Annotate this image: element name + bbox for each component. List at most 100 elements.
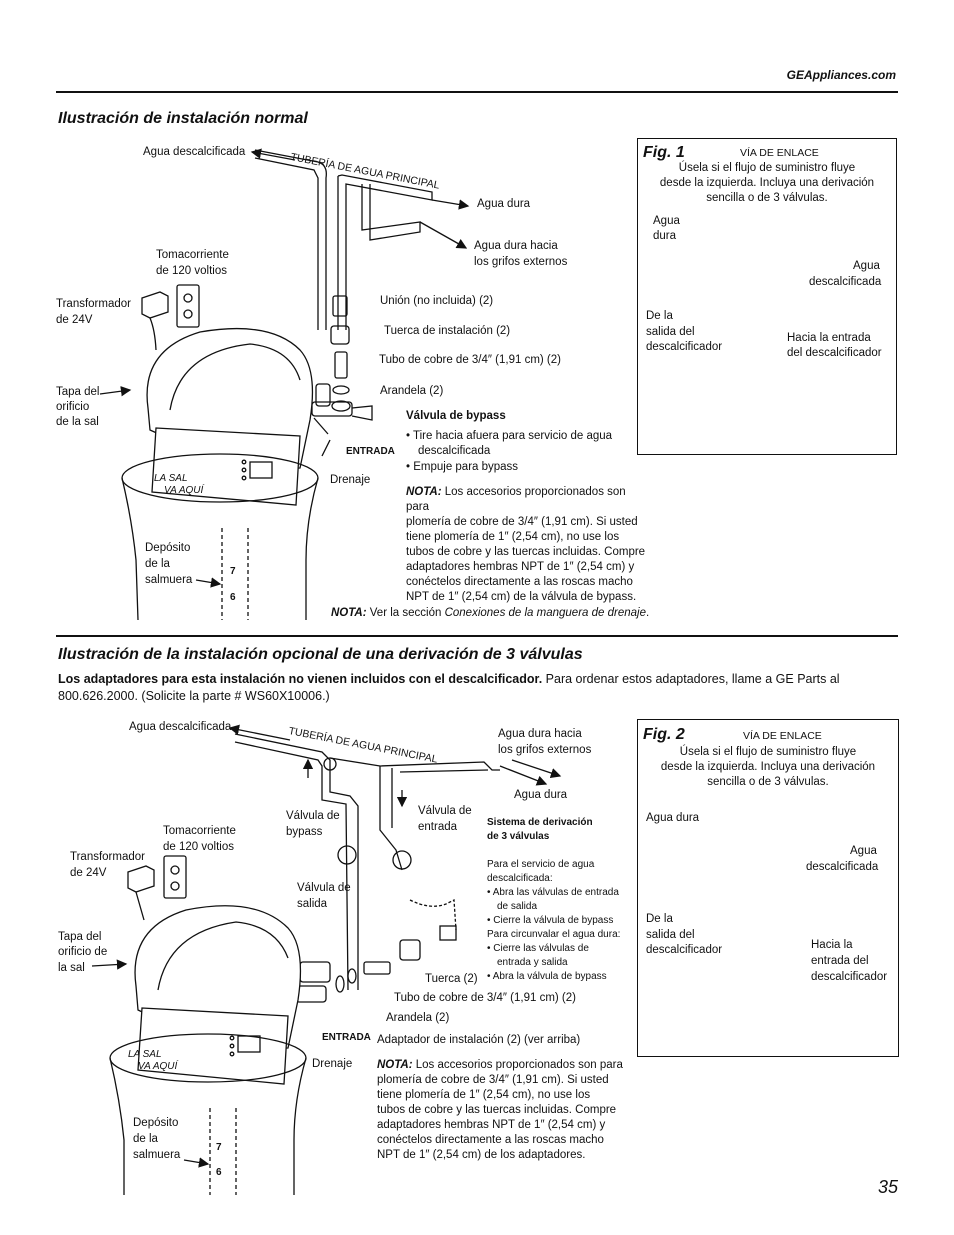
s1-hard-water-label: Agua dura	[477, 198, 531, 210]
fig1-hard-1: Agua	[653, 215, 680, 227]
s1-note-line-3: tubos de cobre y las tuercas incluidas. …	[406, 546, 646, 558]
s2-byp-b1-1: • Cierre las válvulas de	[487, 943, 589, 954]
s2-hard-faucets-2: los grifos externos	[498, 744, 592, 756]
fig1-title: Fig. 1	[643, 144, 685, 161]
s1-hard-faucets-label-2: los grifos externos	[474, 256, 568, 268]
s2-inlet-2: entrada	[418, 821, 458, 833]
fig1-desc-1: desde la izquierda. Incluya una derivaci…	[659, 177, 875, 189]
s2-system-title-2: de 3 válvulas	[487, 831, 550, 842]
s2-transformer-1: Transformador	[70, 851, 145, 863]
fig2-title: Fig. 2	[643, 726, 685, 743]
fig1-to-2: del descalcificador	[787, 347, 882, 359]
s2-note: NOTA: Los accesorios proporcionados son …	[377, 1058, 627, 1163]
s2-note-label: NOTA:	[377, 1059, 413, 1071]
s1-note-line-6: NPT de 1″ (2,54 cm) de la válvula de byp…	[406, 591, 637, 603]
fig1-hard-2: dura	[653, 230, 677, 242]
fig1-to-1: Hacia la entrada	[787, 332, 871, 344]
fig1-desc-0: Úsela si el flujo de suministro fluye	[678, 162, 856, 174]
fig2-from-2: salida del	[646, 929, 695, 941]
s2-bypass-1: Válvula de	[286, 810, 340, 822]
s2-note-line-2: tiene plomería de 1″ (2,54 cm), no use l…	[377, 1089, 591, 1101]
s1-lid-label-3: de la sal	[56, 416, 99, 428]
fig2-desc: Úsela si el flujo de suministro fluye de…	[640, 745, 896, 790]
s2-note-line-3: tubos de cobre y las tuercas incluidas. …	[377, 1104, 617, 1116]
s1-copper-label: Tubo de cobre de 3/4″ (1,91 cm) (2)	[379, 354, 561, 366]
s2-svc-2: descalcificada:	[487, 873, 553, 884]
s1-transformer-label-2: de 24V	[56, 314, 93, 326]
s1-note-line-0: Los accesorios proporcionados son para	[406, 486, 626, 513]
s1-mark-7: 7	[230, 566, 236, 577]
s1-nut-label: Tuerca de instalación (2)	[384, 325, 511, 337]
s1-hard-faucets-label-1: Agua dura hacia	[474, 240, 558, 252]
fig2-to-3: descalcificador	[811, 971, 888, 983]
s1-note-line-4: adaptadores hembras NPT de 1″ (2,54 cm) …	[406, 561, 635, 573]
s2-brine-2: de la	[133, 1133, 158, 1145]
s2-bypass-2: bypass	[286, 826, 323, 838]
section2-intro-rest: Para ordenar estos adaptadores, llame a …	[542, 672, 840, 686]
s2-system-title-1: Sistema de derivación	[487, 817, 593, 828]
page-number: 35	[877, 1177, 898, 1197]
s1-salt-label-2: VA AQUÍ	[164, 485, 204, 496]
mid-rule	[56, 635, 898, 637]
fig2-desc-1: desde la izquierda. Incluya una derivaci…	[660, 761, 876, 773]
fig2-soft-1: Agua	[850, 845, 877, 857]
s1-note-line-2: tiene plomería de 1″ (2,54 cm), no use l…	[406, 531, 620, 543]
s1-note-line-1: plomería de cobre de 3/4″ (1,91 cm). Si …	[406, 516, 638, 528]
s2-outlet-2: de 120 voltios	[163, 841, 234, 853]
s1-washer-label: Arandela (2)	[380, 385, 444, 397]
s2-lid-2: orificio de	[58, 946, 108, 958]
s1-note2-text: Ver la sección	[369, 607, 442, 619]
s2-drain: Drenaje	[312, 1058, 353, 1070]
s2-outlet-1: Tomacorriente	[163, 825, 236, 837]
s2-system-block: Sistema de derivación de 3 válvulas Para…	[487, 816, 620, 984]
fig2-via: VÍA DE ENLACE	[743, 730, 822, 742]
s1-bypass-bullet1b: descalcificada	[418, 445, 491, 457]
s1-bypass-bullet1: • Tire hacia afuera para servicio de agu…	[406, 430, 613, 442]
s1-transformer-label-1: Transformador	[56, 298, 131, 310]
section1-title: Ilustración de instalación normal	[58, 110, 308, 127]
s1-lid-label-1: Tapa del	[56, 386, 100, 398]
s2-svc-b1-1: • Abra las válvulas de entrada	[487, 887, 619, 898]
s1-note2-label: NOTA:	[331, 607, 367, 619]
s1-soft-water-label: Agua descalcificada	[143, 146, 246, 158]
section2-intro-bold: Los adaptadores para esta instalación no…	[58, 672, 543, 686]
fig2-to-1: Hacia la	[811, 939, 853, 951]
s2-salt-2: VA AQUÍ	[138, 1061, 178, 1072]
fig2-desc-0: Úsela si el flujo de suministro fluye	[679, 746, 857, 758]
s2-washer: Arandela (2)	[386, 1012, 450, 1024]
s2-brine-3: salmuera	[133, 1149, 181, 1161]
s1-note2-italic: Conexiones de la manguera de drenaje	[444, 607, 646, 619]
fig1-box	[637, 138, 897, 455]
s2-mark-6: 6	[216, 1167, 222, 1178]
fig1-desc: Úsela si el flujo de suministro fluye de…	[640, 161, 894, 206]
s2-transformer-2: de 24V	[70, 867, 107, 879]
fig2-box	[637, 719, 899, 1057]
s2-note-line-4: adaptadores hembras NPT de 1″ (2,54 cm) …	[377, 1119, 606, 1131]
fig2-soft-2: descalcificada	[806, 861, 879, 873]
s2-note-line-6: NPT de 1″ (2,54 cm) de los adaptadores.	[377, 1149, 586, 1161]
fig1-from-1: De la	[646, 310, 673, 322]
s1-drain-label: Drenaje	[330, 474, 371, 486]
s2-byp-1: Para circunvalar el agua dura:	[487, 929, 621, 940]
s2-outletv-2: salida	[297, 898, 328, 910]
fig1-desc-2: sencilla o de 3 válvulas.	[706, 192, 828, 204]
s2-hard-water: Agua dura	[514, 789, 568, 801]
s2-byp-b2: • Abra la válvula de bypass	[487, 971, 607, 982]
s2-adapter: Adaptador de instalación (2) (ver arriba…	[377, 1034, 581, 1046]
s1-brine-label-1: Depósito	[145, 542, 191, 554]
s1-outlet-label-2: de 120 voltios	[156, 265, 227, 277]
s1-salt-label-1: LA SAL	[154, 473, 188, 484]
s1-note2-end: .	[645, 607, 650, 619]
s2-mark-7: 7	[216, 1142, 222, 1153]
s2-hard-faucets-1: Agua dura hacia	[498, 728, 582, 740]
site-header: GEAppliances.com	[786, 68, 896, 82]
s1-brine-label-3: salmuera	[145, 574, 193, 586]
section2-intro: Los adaptadores para esta instalación no…	[58, 671, 898, 705]
s1-brine-label-2: de la	[145, 558, 170, 570]
section2-title: Ilustración de la instalación opcional d…	[58, 646, 583, 663]
s1-note2: NOTA: Ver la sección Conexiones de la ma…	[331, 606, 649, 621]
fig1-from-3: descalcificador	[646, 341, 723, 353]
s2-nut: Tuerca (2)	[425, 973, 478, 985]
s2-note-line-1: plomería de cobre de 3/4″ (1,91 cm). Si …	[377, 1074, 609, 1086]
s2-salt-1: LA SAL	[128, 1049, 162, 1060]
